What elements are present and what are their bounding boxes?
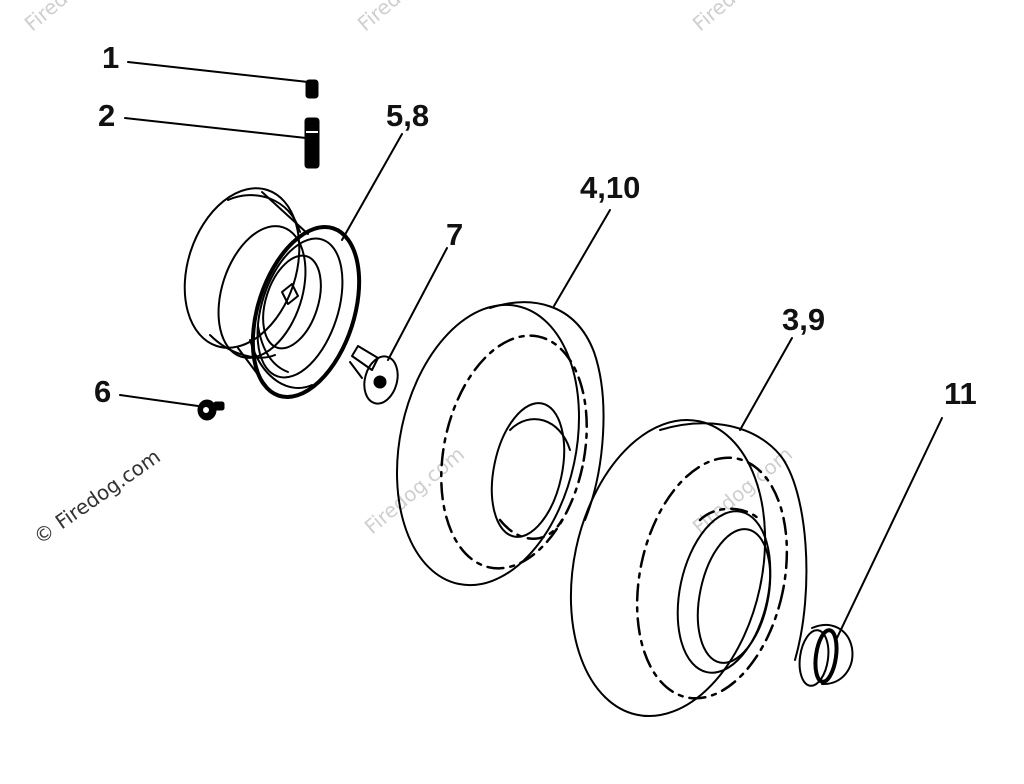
rear-tire-opening <box>676 510 772 674</box>
callout-7: 7 <box>446 217 463 252</box>
valve-cap-body <box>305 79 319 99</box>
callout-11: 11 <box>944 376 977 411</box>
faint-watermark-4: Firedog.com <box>360 442 469 539</box>
leader-line-7 <box>387 247 448 361</box>
rim-hub-hole <box>281 283 299 305</box>
rim-part <box>183 133 403 399</box>
front-tire-bead <box>440 334 588 570</box>
rim-inner-ring <box>217 225 307 359</box>
leader-line-5-8 <box>341 133 403 241</box>
valve-stem-body <box>304 117 320 169</box>
hub-cap-part <box>798 417 943 687</box>
leader-line-3-9 <box>739 337 793 431</box>
leader-line-1 <box>127 61 309 83</box>
front-tire-opening <box>490 402 566 538</box>
callout-1: 1 <box>102 40 119 75</box>
bushing-flange <box>363 355 399 405</box>
leader-line-2 <box>124 117 307 139</box>
callout-4-10: 4,10 <box>580 170 640 205</box>
leader-line-11 <box>835 417 943 641</box>
callout-3-9: 3,9 <box>782 302 825 337</box>
front-tire-part <box>396 209 611 587</box>
rear-tire-bead <box>635 456 789 700</box>
bushing-shaft <box>351 345 379 371</box>
firedog-watermark: © Firedog.com <box>29 444 165 549</box>
leader-line-4-10 <box>553 209 611 307</box>
faint-watermark-2: Firedog.com <box>353 0 462 36</box>
rear-tire-part <box>569 337 808 718</box>
bushing-part <box>349 247 448 405</box>
hub-cap-body <box>811 623 854 686</box>
rim-back-flange <box>183 187 301 349</box>
callout-5-8: 5,8 <box>386 98 429 133</box>
leader-line-6 <box>119 394 199 407</box>
valve-stem-part <box>124 117 320 169</box>
faint-watermark-3: Firedog.com <box>688 0 797 36</box>
valve-cap-part <box>127 61 319 99</box>
front-tire-sidewall <box>396 303 580 587</box>
rim-hub <box>262 254 322 350</box>
bolt-part <box>119 394 225 421</box>
faint-watermark-1: Firedog.com <box>20 0 129 36</box>
callout-2: 2 <box>98 98 115 133</box>
rear-tire-sidewall <box>569 418 767 718</box>
rim-front-flange <box>250 225 362 399</box>
callout-6: 6 <box>94 374 111 409</box>
